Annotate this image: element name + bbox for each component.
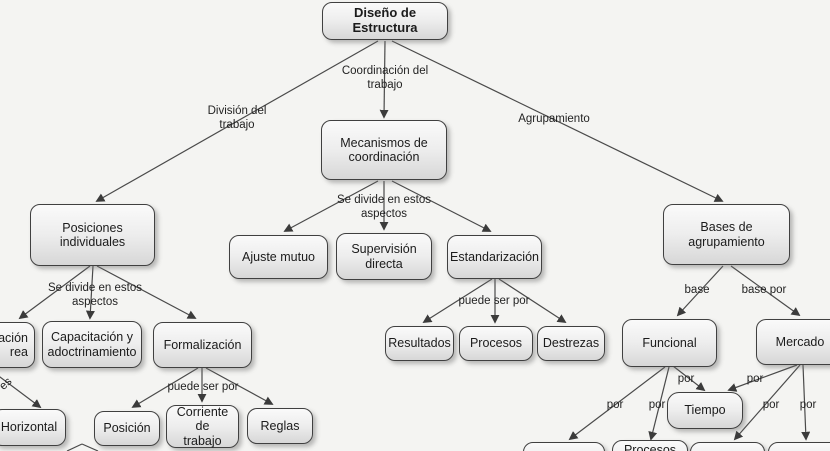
- edge-label-por-4: por: [746, 373, 764, 385]
- edge-line: [18, 265, 91, 320]
- edge-label-agrupamiento: Agrupamiento: [518, 113, 590, 125]
- edge-label-se-divide-center: Se divide en estos aspectos: [337, 194, 431, 221]
- edge-line: [676, 265, 724, 317]
- edge-line: [422, 278, 493, 323]
- node-posiciones-individuales: Posiciones individuales: [30, 204, 155, 266]
- node-especializacion-clipped: ación rea: [0, 322, 35, 368]
- edge-line: [85, 265, 95, 320]
- edge-line: [648, 366, 670, 441]
- edge-line: [498, 278, 567, 323]
- node-tiempo: Tiempo: [667, 392, 743, 429]
- edge-label-por-5: por: [762, 399, 780, 411]
- edge-label-se-divide-left: Se divide en estos aspectos: [48, 282, 142, 309]
- node-procesos-de-clipped: Procesos de: [612, 440, 688, 451]
- edge-line: [672, 365, 706, 392]
- node-corriente-de-trabajo: Corriente de trabajo: [166, 405, 239, 448]
- node-mercado: Mercado: [756, 319, 830, 365]
- edge-line: [95, 40, 379, 202]
- node-posicion: Posición: [94, 411, 160, 446]
- node-destrezas: Destrezas: [537, 326, 605, 361]
- node-resultados: Resultados: [385, 326, 454, 361]
- edge-label-base: base: [684, 284, 710, 296]
- node-horizontal: Horizontal: [0, 409, 66, 446]
- edge-line: [131, 367, 199, 408]
- edge-line: [66, 443, 83, 451]
- edge-label-base-por: base por: [741, 284, 787, 296]
- edge-line: [730, 265, 801, 317]
- node-estandarizacion: Estandarización: [447, 235, 542, 279]
- edge-line: [391, 180, 492, 232]
- node-formalizacion: Formalización: [153, 322, 252, 368]
- node-diseno-de-estructura: Diseño de Estructura: [322, 2, 448, 40]
- edge-label-por-2: por: [648, 399, 666, 411]
- node-reglas: Reglas: [247, 408, 313, 444]
- edge-line: [0, 376, 42, 409]
- edge-label-por-6: por: [799, 399, 817, 411]
- edge-line: [733, 364, 801, 441]
- edge-label-puede-ser-por-estandarizacion: puede ser por: [458, 295, 530, 307]
- node-funcional: Funcional: [622, 319, 717, 367]
- node-procesos: Procesos: [459, 326, 533, 361]
- edge-line: [568, 366, 666, 441]
- edge-label-puede-ser-por-formalizacion: puede ser por: [167, 381, 239, 393]
- edge-line: [379, 40, 389, 119]
- node-mecanismos-de-coordinacion: Mecanismos de coordinación: [321, 120, 447, 180]
- edge-label-division-del-trabajo: División del trabajo: [207, 105, 267, 132]
- node-cut-bottom-3: [690, 442, 765, 451]
- edges: [0, 40, 811, 451]
- edge-line: [801, 364, 811, 441]
- node-bases-de-agrupamiento: Bases de agrupamiento: [663, 204, 790, 265]
- edge-label-por-3: por: [677, 373, 695, 385]
- edge-label-por-1: por: [606, 399, 624, 411]
- edge-line: [391, 40, 724, 202]
- node-capacitacion-y-adoctrinamiento: Capacitación y adoctrinamiento: [42, 321, 142, 368]
- edge-label-coordinacion-del-trabajo: Coordinación del trabajo: [341, 65, 429, 92]
- edge-line: [96, 265, 197, 319]
- node-cut-bottom-4: [768, 442, 830, 451]
- edge-line: [81, 443, 99, 451]
- node-supervision-directa: Supervisión directa: [336, 233, 432, 280]
- edge-line: [283, 180, 379, 232]
- edge-line: [727, 364, 798, 392]
- node-cut-bottom-1: [523, 442, 605, 451]
- node-ajuste-mutuo: Ajuste mutuo: [229, 235, 328, 279]
- edge-line: [205, 367, 274, 405]
